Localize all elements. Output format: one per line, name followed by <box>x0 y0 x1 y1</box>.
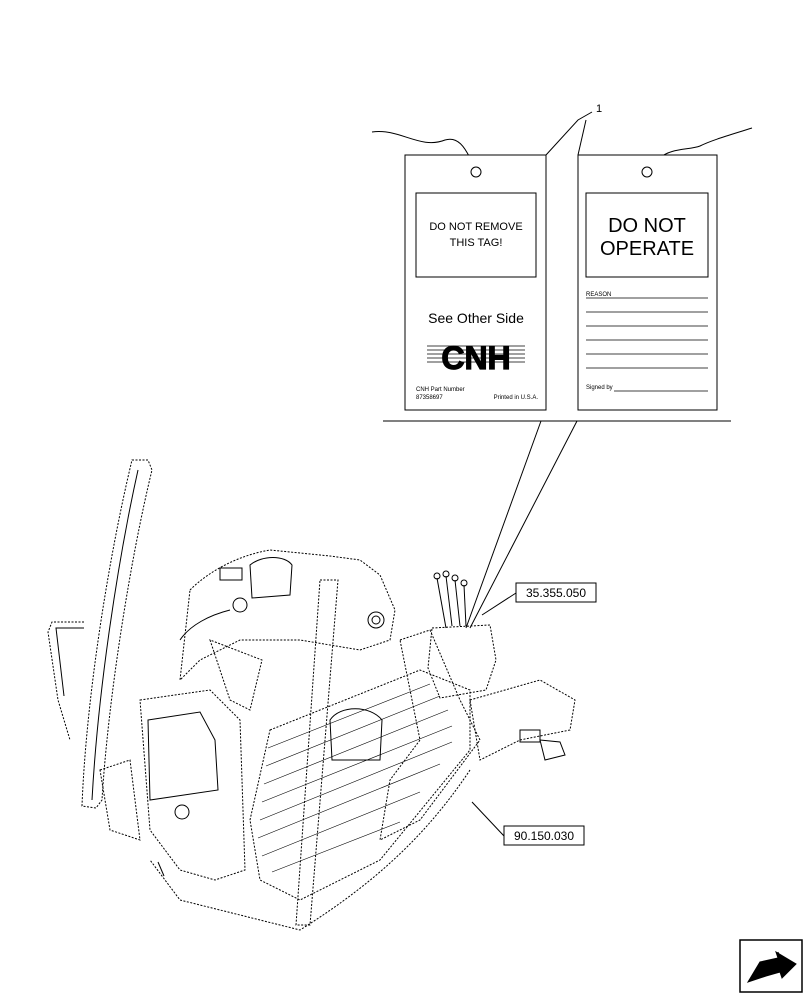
transmission-hump <box>329 708 383 761</box>
platform-bracket <box>519 729 541 743</box>
tag-back-box <box>585 192 709 278</box>
tag-back-line2: OPERATE <box>600 238 694 260</box>
callout-number: 1 <box>596 103 602 115</box>
cab-pillar-center <box>295 579 339 926</box>
tag-callout: 1 DO NOT REMOVE THIS TAG! See Other Side… <box>371 103 753 629</box>
steering-column <box>209 639 263 711</box>
handrail <box>47 621 84 741</box>
machine-drawing <box>47 459 576 931</box>
left-fender <box>99 759 141 841</box>
bolt <box>157 861 165 877</box>
ref-90-text[interactable]: 90.150.030 <box>514 829 574 843</box>
instrument-cluster <box>249 557 293 599</box>
part-number-label: CNH Part Number <box>416 387 465 393</box>
tag-front-line2: THIS TAG! <box>450 237 503 249</box>
control-levers <box>433 570 468 629</box>
pillar-inner-line <box>91 469 139 801</box>
callout-leader-left <box>545 111 593 156</box>
tag-front-box <box>415 192 537 278</box>
part-number: 87358697 <box>416 395 443 401</box>
ref-90-box[interactable] <box>503 825 585 846</box>
floor-mat <box>249 669 471 901</box>
platform-foot <box>539 739 566 761</box>
reason-lines <box>586 297 708 392</box>
reason-label: REASON <box>586 292 611 298</box>
lower-frame-arc <box>149 769 471 931</box>
dash-edge <box>179 609 231 641</box>
tag-back <box>577 154 718 411</box>
ref-35-box[interactable] <box>515 582 597 603</box>
tag-front-eyelet <box>470 166 482 178</box>
ref-90-leader <box>471 801 505 837</box>
handrail-inner <box>55 627 84 697</box>
floor-mat-ribs <box>257 683 453 873</box>
tag-front <box>404 154 547 411</box>
tag-string-left <box>371 131 477 171</box>
cab-pillar-left <box>81 459 153 809</box>
ref-35-leader <box>481 592 517 616</box>
tag-string-right <box>647 127 753 171</box>
tag-back-line1: DO NOT <box>608 215 686 237</box>
console-knob <box>174 804 190 820</box>
ref-35-text[interactable]: 35.355.050 <box>526 586 586 600</box>
reference-leaders <box>471 592 517 837</box>
indicator-panel <box>219 567 243 581</box>
callout-leader-down-1 <box>465 420 542 629</box>
left-console <box>139 689 246 881</box>
tag-back-eyelet <box>641 166 653 178</box>
left-console-panel <box>147 711 219 801</box>
dash-round-vent <box>367 611 385 629</box>
dashboard-housing <box>179 549 396 682</box>
right-platform <box>469 679 576 761</box>
dash-round-vent-inner <box>371 615 381 625</box>
right-fender <box>379 629 481 841</box>
tag-front-line1: DO NOT REMOVE <box>429 221 522 233</box>
printed-in-text: Printed in U.S.A. <box>494 395 539 401</box>
callout-leader-down-2 <box>469 420 578 629</box>
next-page-arrow-icon[interactable] <box>739 939 803 993</box>
cnh-logo-text: CNH <box>441 340 510 376</box>
key-switch <box>232 597 248 613</box>
cnh-logo: CNH <box>427 339 525 377</box>
right-control-console <box>427 624 497 699</box>
signed-by-label: Signed by <box>586 385 613 391</box>
see-other-side-text: See Other Side <box>428 310 524 326</box>
callout-leader-right <box>577 119 587 156</box>
